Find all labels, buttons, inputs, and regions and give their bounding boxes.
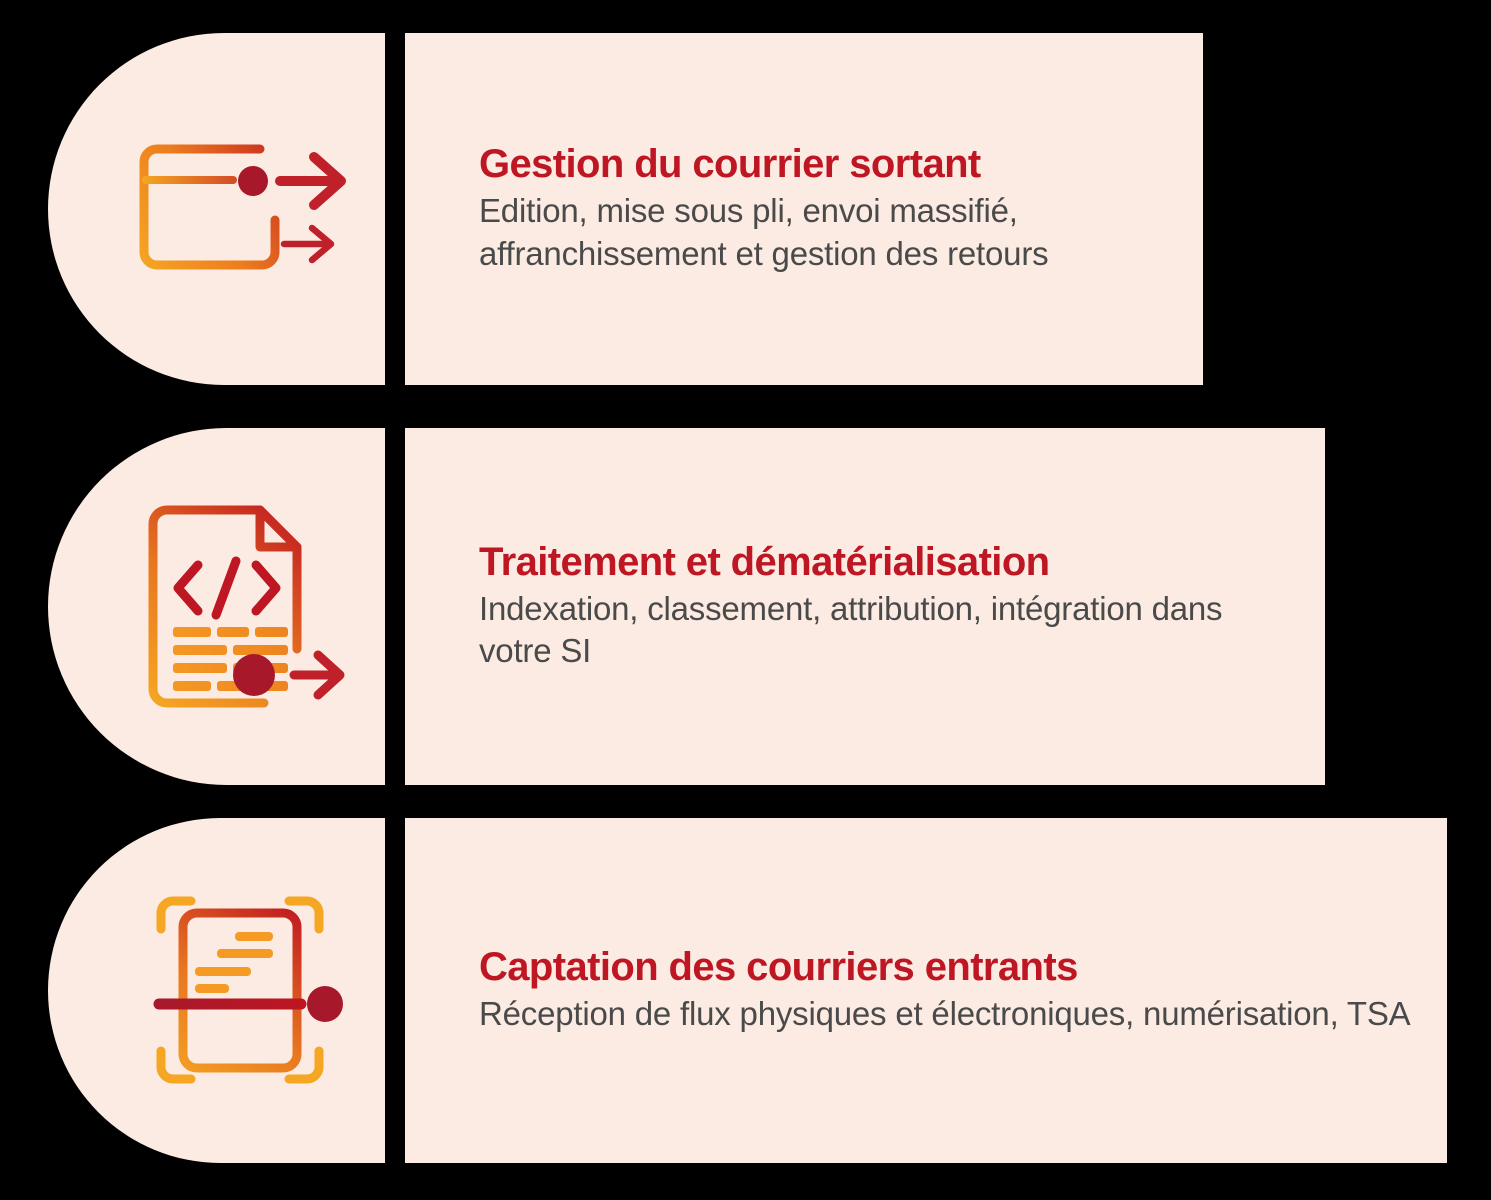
card-description-dematerialization: Indexation, classement, attribution, int… xyxy=(479,589,1223,670)
text-panel-incoming-mail: Captation des courriers entrants Récepti… xyxy=(405,818,1447,1163)
text-panel-outgoing-mail: Gestion du courrier sortant Edition, mis… xyxy=(405,33,1203,385)
icon-panel-incoming-mail xyxy=(48,818,385,1163)
card-title-outgoing-mail: Gestion du courrier sortant xyxy=(479,142,981,187)
card-description-outgoing-mail: Edition, mise sous pli, envoi massifié, … xyxy=(479,192,1049,272)
text-panel-dematerialization: Traitement et dématérialisation Indexati… xyxy=(405,428,1325,785)
icon-panel-dematerialization xyxy=(48,428,385,785)
scan-document-icon xyxy=(48,818,385,1163)
document-code-dematerialization-icon xyxy=(48,428,385,785)
outgoing-mail-icon xyxy=(48,33,385,385)
card-description-incoming-mail: Réception de flux physiques et électroni… xyxy=(479,994,1411,1032)
icon-panel-outgoing-mail xyxy=(48,33,385,385)
card-title-incoming-mail: Captation des courriers entrants xyxy=(479,944,1078,989)
card-title-dematerialization: Traitement et dématérialisation xyxy=(479,539,1050,584)
